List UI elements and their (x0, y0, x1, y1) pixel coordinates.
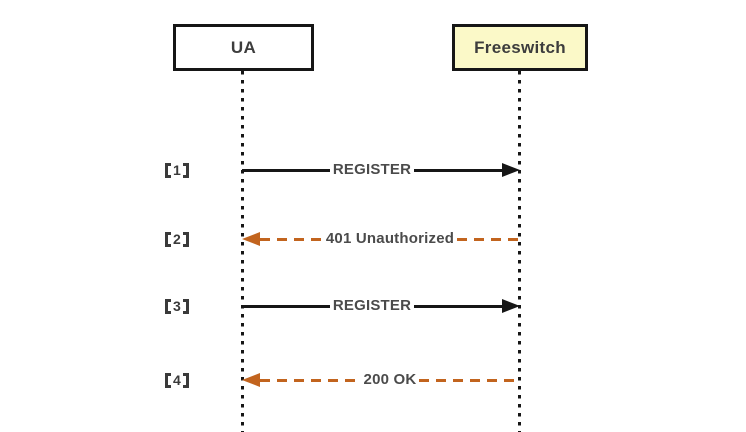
actor-box-ua: UA (173, 24, 314, 71)
arrow-line (419, 378, 520, 382)
message-label-2: 401 Unauthorized (325, 230, 455, 247)
message-arrow-2: 401 Unauthorized (242, 229, 521, 249)
left-bracket-icon (165, 298, 171, 314)
right-bracket-icon (182, 162, 189, 178)
message-row-4: 4 200 OK (0, 370, 746, 390)
left-bracket-icon (165, 231, 171, 247)
left-bracket-icon (165, 372, 171, 388)
message-label-4: 200 OK (363, 371, 417, 388)
message-arrow-4: 200 OK (242, 370, 520, 390)
sequence-number-1: 1 (165, 160, 189, 180)
actor-freeswitch-label: Freeswitch (474, 37, 566, 57)
arrow-line (242, 168, 330, 172)
arrow-line (260, 378, 361, 382)
arrow-line (414, 168, 502, 172)
arrow-line (242, 304, 330, 308)
arrow-line (414, 304, 502, 308)
right-bracket-icon (182, 231, 189, 247)
actor-box-freeswitch: Freeswitch (452, 24, 588, 71)
sequence-number-text: 1 (173, 162, 181, 178)
message-arrow-3: REGISTER (242, 296, 520, 316)
lifeline-freeswitch (518, 71, 521, 432)
message-label-1: REGISTER (332, 161, 412, 178)
right-bracket-icon (182, 372, 189, 388)
right-bracket-icon (182, 298, 189, 314)
sequence-number-3: 3 (165, 296, 189, 316)
arrowhead-right-icon (502, 163, 520, 177)
arrow-line (260, 237, 323, 241)
sequence-number-2: 2 (165, 229, 189, 249)
sequence-number-4: 4 (165, 370, 189, 390)
message-arrow-1: REGISTER (242, 160, 520, 180)
actor-ua-label: UA (230, 37, 257, 57)
arrowhead-left-icon (242, 373, 260, 387)
sequence-number-text: 4 (173, 372, 181, 388)
sequence-number-text: 3 (173, 298, 181, 314)
message-row-3: 3 REGISTER (0, 296, 746, 316)
lifeline-ua (241, 71, 244, 432)
message-row-1: 1 REGISTER (0, 160, 746, 180)
arrowhead-right-icon (502, 299, 520, 313)
sequence-number-text: 2 (173, 231, 181, 247)
arrowhead-left-icon (242, 232, 260, 246)
message-label-3: REGISTER (332, 297, 412, 314)
message-row-2: 2 401 Unauthorized (0, 229, 746, 249)
arrow-line (457, 237, 521, 241)
left-bracket-icon (165, 162, 171, 178)
